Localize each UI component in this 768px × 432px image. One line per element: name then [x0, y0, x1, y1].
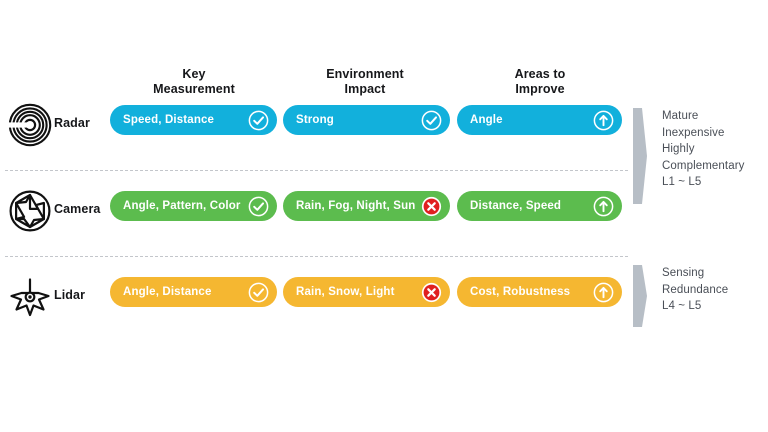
- check-icon: [248, 196, 269, 217]
- cross-icon: [421, 196, 442, 217]
- column-header-key-measurement: Key Measurement: [153, 67, 235, 96]
- table-row: Lidar Angle, Distance Rain, Snow, Light: [0, 272, 768, 332]
- sensor-label-camera: Camera: [54, 202, 101, 216]
- column-header-environment-impact: Environment Impact: [326, 67, 404, 96]
- up-arrow-icon: [593, 110, 614, 131]
- lidar-burst-icon: [8, 275, 52, 319]
- cell-text: Distance, Speed: [470, 200, 562, 212]
- check-icon: [248, 282, 269, 303]
- cell-pill[interactable]: Rain, Snow, Light: [283, 277, 450, 307]
- cell-text: Angle, Pattern, Color: [123, 200, 241, 212]
- bracket-shape: [632, 108, 648, 204]
- row-separator: [5, 170, 628, 171]
- radar-waves-icon: [8, 103, 52, 147]
- cell-text: Angle: [470, 114, 503, 126]
- check-icon: [421, 110, 442, 131]
- table-row: Radar Speed, Distance Strong Angle: [0, 100, 768, 160]
- cell-pill[interactable]: Angle: [457, 105, 622, 135]
- cross-icon: [421, 282, 442, 303]
- up-arrow-icon: [593, 196, 614, 217]
- cell-pill[interactable]: Distance, Speed: [457, 191, 622, 221]
- sensor-label-radar: Radar: [54, 116, 90, 130]
- cell-text: Speed, Distance: [123, 114, 215, 126]
- cell-text: Strong: [296, 114, 334, 126]
- cell-pill[interactable]: Strong: [283, 105, 450, 135]
- row-separator: [5, 256, 628, 257]
- cell-pill[interactable]: Speed, Distance: [110, 105, 277, 135]
- cell-pill[interactable]: Cost, Robustness: [457, 277, 622, 307]
- cell-pill[interactable]: Rain, Fog, Night, Sun: [283, 191, 450, 221]
- annotation-text: Sensing Redundance L4 ~ L5: [662, 267, 729, 312]
- column-header-areas-to-improve: Areas to Improve: [514, 67, 566, 96]
- table-row: Camera Angle, Pattern, Color Rain, Fog, …: [0, 186, 768, 246]
- camera-aperture-icon: [8, 189, 52, 233]
- sensor-label-lidar: Lidar: [54, 288, 86, 302]
- cell-text: Rain, Fog, Night, Sun: [296, 200, 416, 212]
- annotation-text: Mature Inexpensive Highly Complementary …: [662, 110, 745, 188]
- cell-text: Cost, Robustness: [470, 286, 571, 298]
- up-arrow-icon: [593, 282, 614, 303]
- check-icon: [248, 110, 269, 131]
- cell-pill[interactable]: Angle, Distance: [110, 277, 277, 307]
- cell-text: Rain, Snow, Light: [296, 286, 395, 298]
- cell-pill[interactable]: Angle, Pattern, Color: [110, 191, 277, 221]
- cell-text: Angle, Distance: [123, 286, 212, 298]
- bracket-shape: [632, 265, 648, 327]
